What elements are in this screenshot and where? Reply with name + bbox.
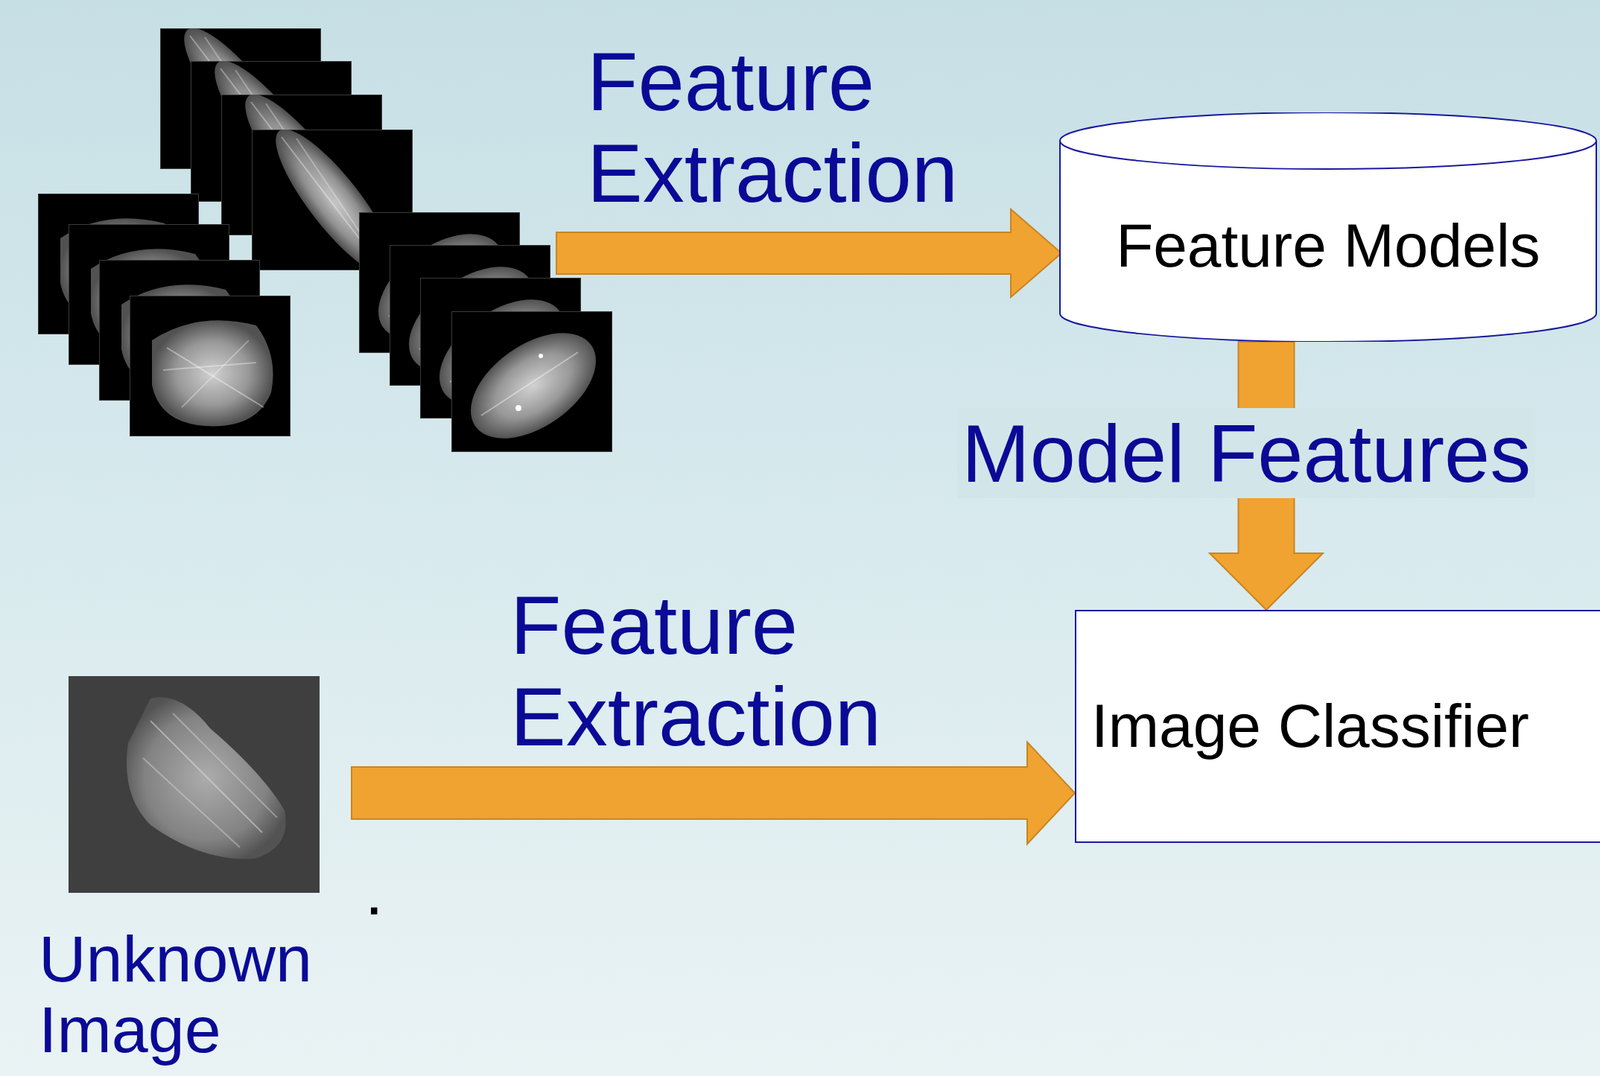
node-label: Feature Models xyxy=(1115,210,1541,281)
node-label: Image Classifier xyxy=(1091,691,1530,762)
free-label: Feature Extraction xyxy=(586,35,1005,219)
extraction-arrow xyxy=(556,209,1062,298)
cell-image xyxy=(68,676,320,894)
edge-label: Feature Extraction xyxy=(510,579,928,763)
image-caption: Unknown Image xyxy=(38,923,352,1066)
process-box: Image Classifier xyxy=(1074,610,1600,844)
database-cylinder: Feature Models xyxy=(1059,112,1598,342)
edge-label: Model Features xyxy=(957,408,1536,499)
free-label: . xyxy=(364,856,383,929)
unknown-image-node: Unknown Image xyxy=(38,676,352,1066)
